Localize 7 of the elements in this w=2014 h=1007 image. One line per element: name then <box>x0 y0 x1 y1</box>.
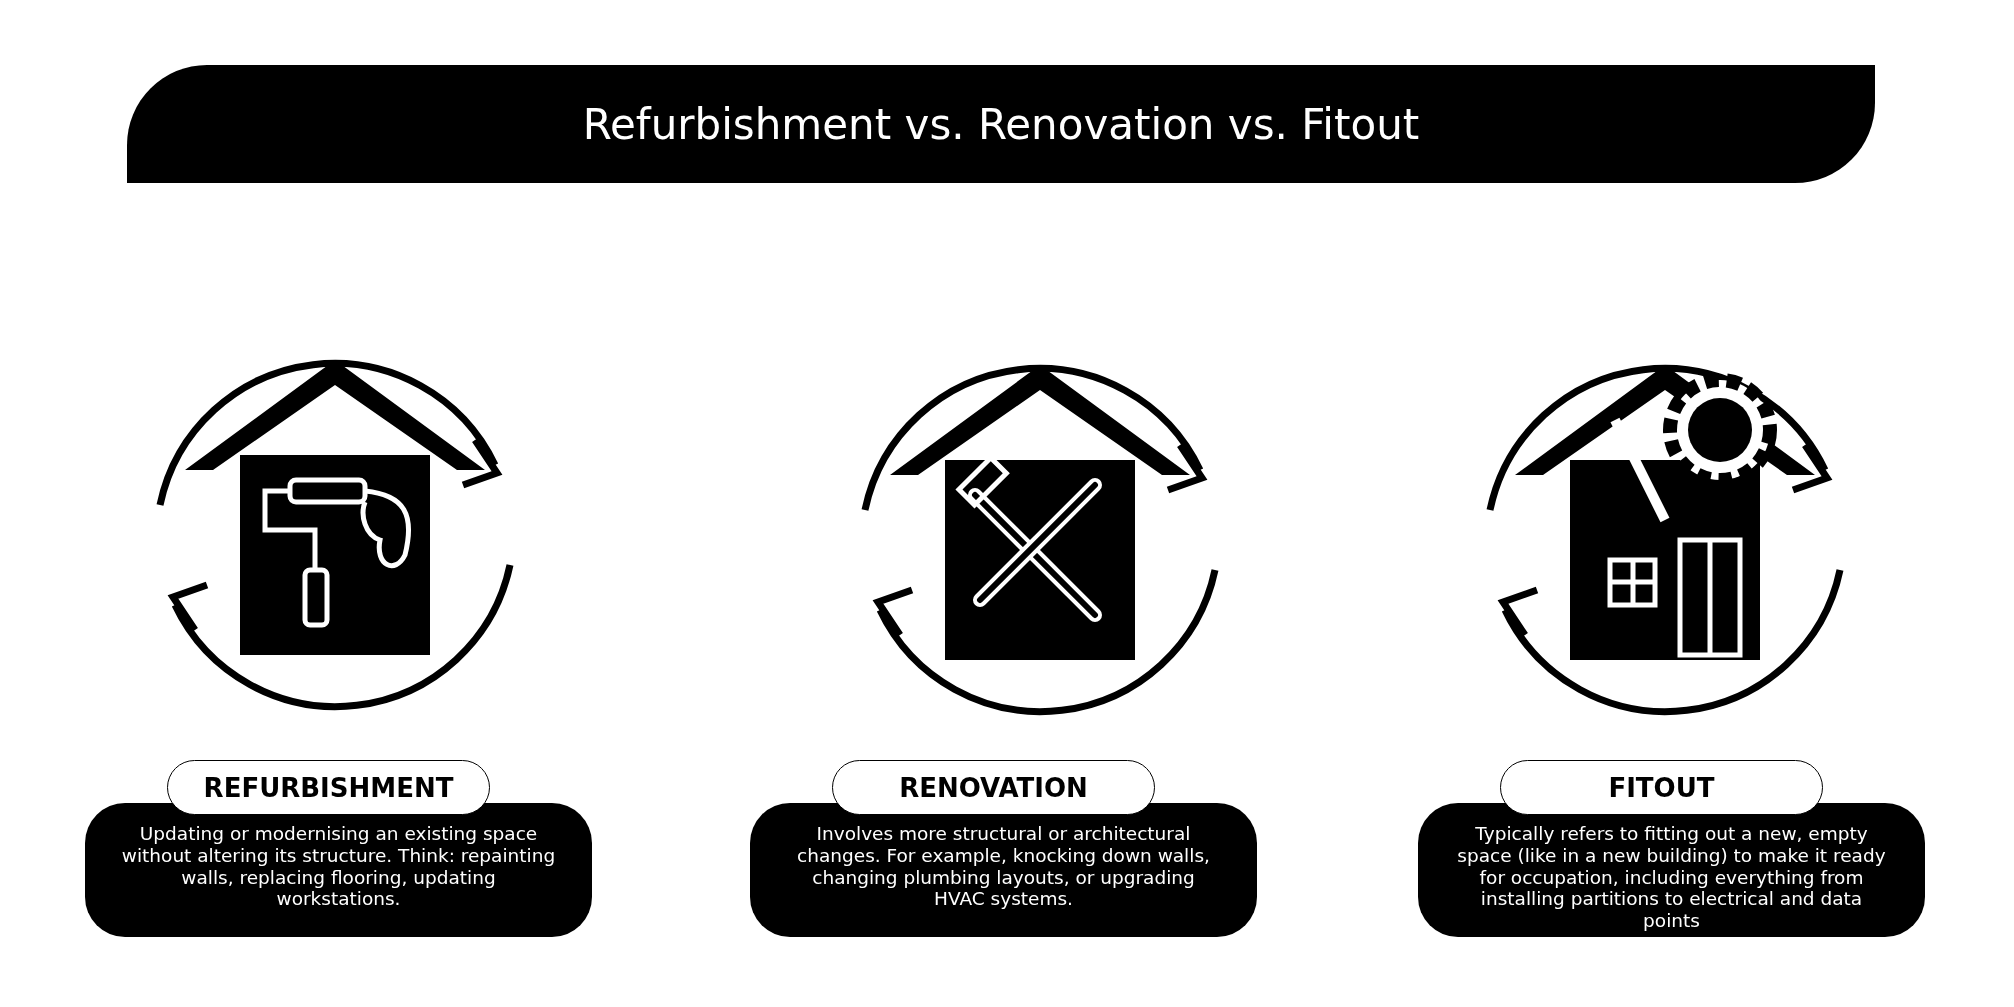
description-panel: Typically refers to fitting out a new, empty space (like in a new building) to make it ready for occupation, including everything from installing partitions to electrical and data points <box>1418 803 1925 937</box>
description-panel: Involves more structural or architectural changes. For example, knocking down walls, changing plumbing layouts, or upgrading HVAC systems. <box>750 803 1257 937</box>
heading-label: RENOVATION <box>832 760 1155 815</box>
heading-label: FITOUT <box>1500 760 1823 815</box>
description-panel: Updating or modernising an existing space without altering its structure. Think: repainting walls, replacing flooring, updating workstations. <box>85 803 592 937</box>
heading-label: REFURBISHMENT <box>167 760 490 815</box>
title-banner: Refurbishment vs. Renovation vs. Fitout <box>127 65 1875 183</box>
